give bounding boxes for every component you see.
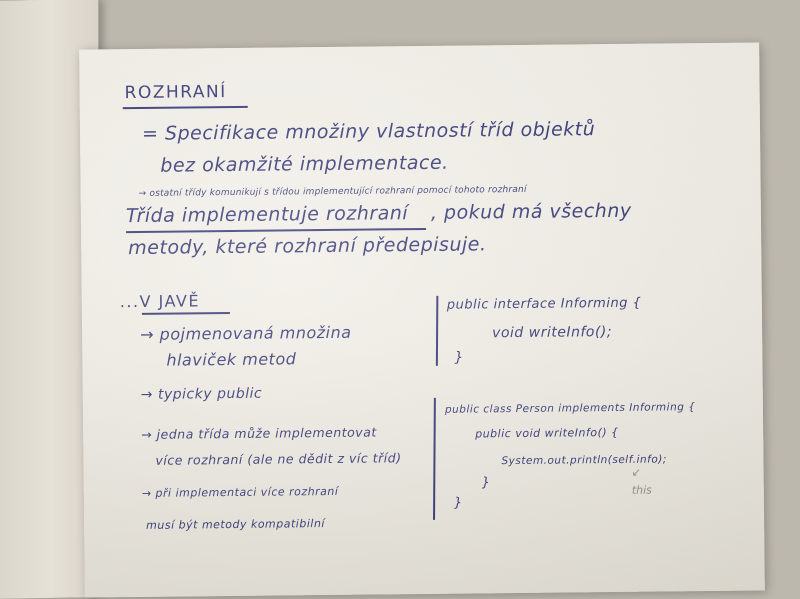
java-underline	[141, 312, 230, 315]
notebook-page: ROZHRANÍ = Specifikace množiny vlastnost…	[79, 42, 765, 598]
java-point-1b: hlaviček metod	[166, 349, 297, 370]
java-point-3: → jedna třída může implementovat	[141, 424, 377, 442]
code-interface-decl: public interface Informing {	[446, 295, 642, 313]
code-class-statement: System.out.println(self.info);	[501, 453, 667, 468]
pencil-arrow-icon: ↙	[631, 465, 641, 479]
java-point-4: → při implementaci více rozhraní	[141, 484, 339, 500]
code-interface-method: void writeInfo();	[492, 324, 613, 342]
heading-underline	[122, 105, 248, 109]
definition-line-1: = Specifikace množiny vlastností tříd ob…	[141, 118, 596, 145]
definition-line-5: metody, které rozhraní předepisuje.	[128, 233, 487, 260]
java-point-3b: více rozhraní (ale ne dědit z víc tříd)	[155, 450, 402, 468]
java-point-1: → pojmenovaná množina	[140, 322, 352, 344]
definition-line-2: bez okamžité implementace.	[160, 151, 449, 177]
heading-rozhrani: ROZHRANÍ	[124, 82, 227, 104]
implements-underline	[126, 227, 427, 233]
code-method-close: }	[481, 475, 491, 491]
definition-implements: Třída implementuje rozhraní	[125, 202, 409, 228]
code-interface-close: }	[454, 349, 464, 366]
definition-note: → ostatní třídy komunikují s třídou impl…	[138, 184, 527, 199]
definition-condition: , pokud má všechny	[430, 199, 632, 224]
heading-java: ...V JAVĚ	[119, 291, 201, 312]
code-class-decl: public class Person implements Informing…	[444, 401, 696, 416]
code-divider-1	[435, 295, 438, 366]
code-divider-2	[433, 397, 436, 520]
pencil-annotation-this: this	[631, 483, 652, 497]
java-point-4b: musí být metody kompatibilní	[146, 517, 326, 532]
code-class-close: }	[453, 495, 463, 511]
code-class-method: public void writeInfo() {	[475, 425, 619, 441]
java-point-2: → typicky public	[140, 385, 263, 403]
